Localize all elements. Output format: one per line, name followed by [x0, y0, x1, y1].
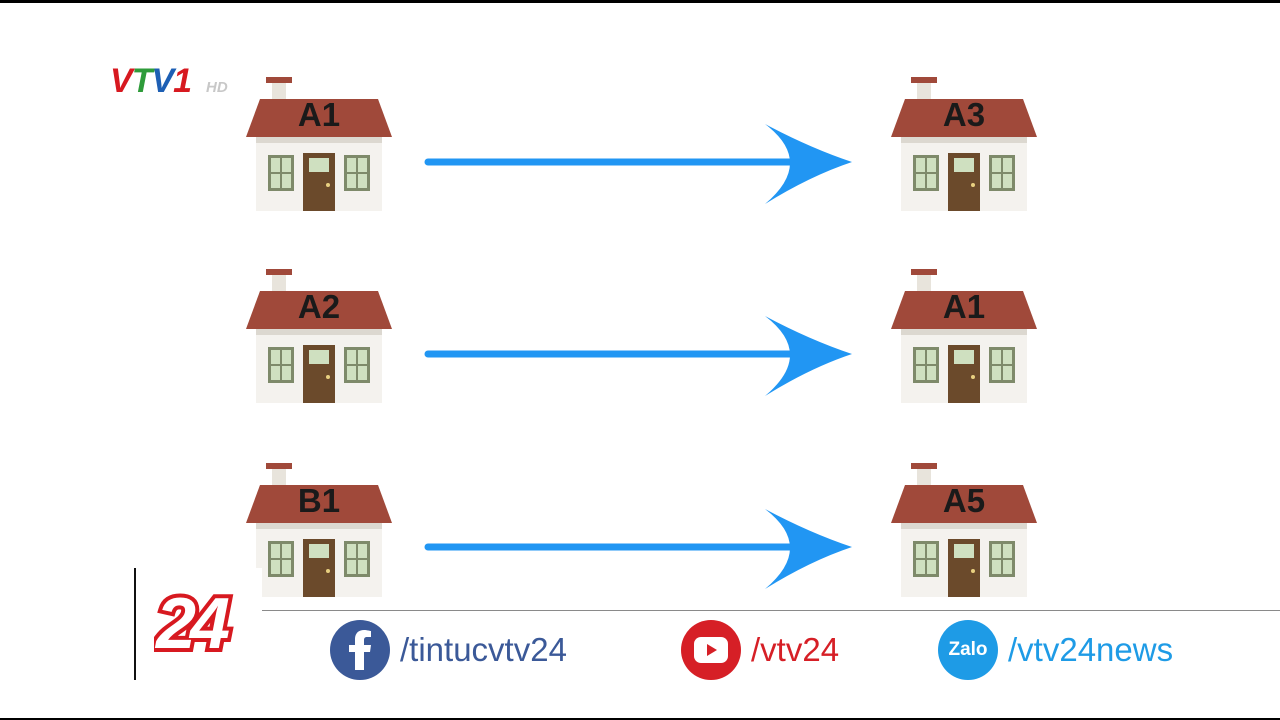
brand-letter-t: T	[131, 62, 153, 100]
channel-brand: VTV1	[110, 62, 192, 100]
zalo-icon: Zalo	[938, 620, 998, 680]
house-to-1: A3	[891, 77, 1037, 211]
brand-24-logo: 24 24	[134, 568, 262, 680]
facebook-icon	[330, 620, 390, 680]
brand-letter-v: V	[110, 62, 133, 100]
house-icon	[246, 77, 392, 211]
house-label: A2	[297, 288, 341, 325]
house-icon	[891, 463, 1037, 597]
house-label: A3	[942, 96, 986, 133]
channel-logo: VTV1 HD	[110, 62, 228, 100]
facebook-link[interactable]: /tintucvtv24	[330, 620, 567, 680]
house-to-2: A1	[891, 269, 1037, 403]
house-icon	[891, 77, 1037, 211]
zalo-icon-text: Zalo	[948, 639, 988, 660]
house-label: A1	[942, 288, 986, 325]
house-icon	[891, 269, 1037, 403]
house-from-1: A1	[246, 77, 392, 211]
arrow-icon	[424, 509, 852, 589]
zalo-link[interactable]: Zalo /vtv24news	[938, 620, 1173, 680]
house-icon	[246, 269, 392, 403]
zalo-handle[interactable]: /vtv24news	[1008, 631, 1174, 668]
house-from-3: B1	[246, 463, 392, 597]
youtube-icon	[681, 620, 741, 680]
youtube-handle[interactable]: /vtv24	[751, 631, 840, 668]
arrow-icon	[424, 124, 852, 204]
brand-24-icon: 24 24	[154, 586, 239, 658]
house-from-2: A2	[246, 269, 392, 403]
brand-24-fill: 24	[154, 586, 229, 658]
footer-bar	[262, 610, 1280, 680]
youtube-link[interactable]: /vtv24	[681, 620, 839, 680]
video-frame: VTV1 HD A1	[0, 3, 1280, 718]
house-to-3: A5	[891, 463, 1037, 597]
hd-badge: HD	[206, 79, 228, 96]
house-icon	[246, 463, 392, 597]
facebook-handle[interactable]: /tintucvtv24	[400, 631, 567, 668]
house-label: A1	[297, 96, 341, 133]
brand-letter-v2: V	[151, 62, 174, 100]
house-label: B1	[297, 482, 341, 519]
brand-digit-1: 1	[173, 62, 192, 100]
arrow-icon	[424, 316, 852, 396]
house-label: A5	[942, 482, 986, 519]
